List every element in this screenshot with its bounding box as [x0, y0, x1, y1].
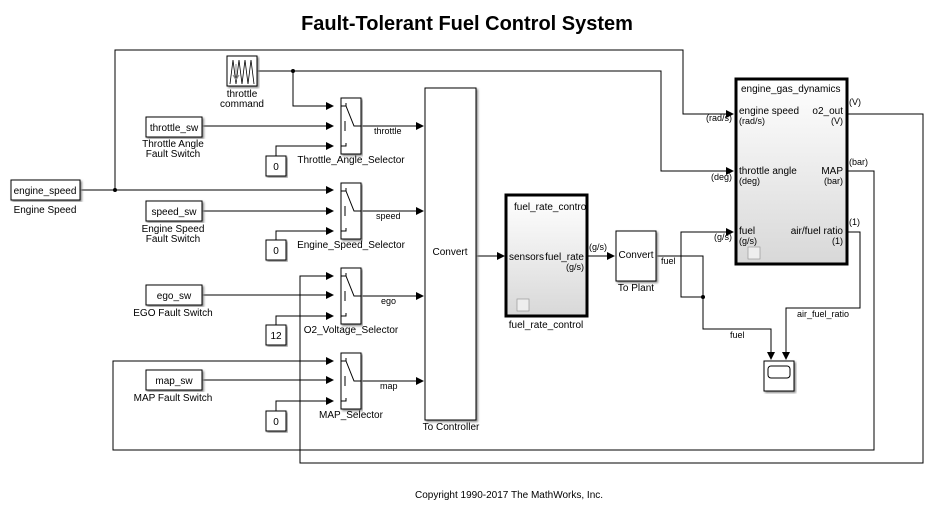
selector-label-speed: Engine_Speed_Selector	[297, 240, 406, 251]
signal-label-fuel: fuel	[661, 256, 676, 266]
constant-block-1[interactable]	[265, 155, 287, 177]
selector-label-o2: O2_Voltage_Selector	[304, 325, 399, 336]
map-sw-label: MAP Fault Switch	[134, 393, 213, 404]
egd-in-throttle-angle: throttle angle	[739, 166, 797, 177]
selector-switch-block[interactable]	[340, 352, 362, 410]
speed-sw-text: speed_sw	[151, 207, 197, 218]
egd-in-engine-speed: engine speed	[739, 106, 799, 117]
signal-label-speed: speed	[376, 211, 401, 221]
selector-switch-block[interactable]	[340, 182, 362, 240]
signal-label-air-fuel-ratio: air_fuel_ratio	[797, 309, 849, 319]
egd-in-engine-speed-unit: (rad/s)	[739, 116, 765, 126]
constant-value-2: 0	[273, 246, 279, 257]
selector-switch-block[interactable]	[340, 97, 362, 155]
subsystem-link-icon	[747, 246, 761, 260]
throttle-sw-text: throttle_sw	[150, 123, 199, 134]
constant-value-1: 0	[273, 162, 279, 173]
fuel-rate-control-port-out: fuel_rate	[545, 252, 584, 263]
scope-screen-icon	[767, 365, 791, 379]
constant-block-3[interactable]	[265, 324, 287, 346]
engine-gas-dynamics-subsystem[interactable]	[734, 77, 849, 266]
signal-wires	[80, 49, 924, 464]
egd-out-afr-unit: (1)	[832, 236, 843, 246]
egd-in-fuel-unit: (g/s)	[739, 236, 757, 246]
throttle-sw-label-2: Fault Switch	[146, 149, 200, 160]
throttle-command-label-2: command	[220, 99, 264, 110]
egd-out-o2-unit: (V)	[831, 116, 843, 126]
to-controller-block[interactable]	[424, 87, 477, 421]
selector-switch-block[interactable]	[340, 267, 362, 325]
fuel-rate-control-subsystem[interactable]	[504, 193, 589, 318]
to-plant-label: To Plant	[618, 283, 654, 294]
signal-label-throttle: throttle	[374, 126, 402, 136]
engine-speed-label: Engine Speed	[14, 205, 77, 216]
switch-icon	[341, 188, 361, 232]
throttle-sw-label: Throttle Angle	[142, 139, 204, 150]
unit-label-v: (V)	[849, 97, 861, 107]
unit-label-one: (1)	[849, 217, 860, 227]
switch-icon	[341, 273, 361, 317]
constant-value-3: 12	[270, 331, 282, 342]
egd-out-afr: air/fuel ratio	[791, 226, 844, 237]
ego-sw-text: ego_sw	[157, 291, 192, 302]
constant-value-4: 0	[273, 417, 279, 428]
speed-sw-label: Engine Speed	[142, 224, 205, 235]
egd-out-map-unit: (bar)	[824, 176, 843, 186]
constant-block-2[interactable]	[265, 239, 287, 261]
engine-speed-block[interactable]	[10, 179, 81, 201]
signal-label-ego: ego	[381, 296, 396, 306]
switch-icon	[341, 358, 361, 402]
speed-sw-label-2: Fault Switch	[146, 234, 200, 245]
unit-label-gs: (g/s)	[589, 242, 607, 252]
copyright-text: Copyright 1990-2017 The MathWorks, Inc.	[415, 490, 603, 501]
unit-label-gs2: (g/s)	[714, 232, 732, 242]
ego-sw-label: EGO Fault Switch	[133, 308, 212, 319]
to-controller-label: To Controller	[423, 422, 480, 433]
engine-speed-text: engine_speed	[14, 186, 77, 197]
signal-label-fuel-scope: fuel	[730, 330, 745, 340]
to-controller-text: Convert	[432, 247, 467, 258]
switch-icon	[341, 103, 361, 147]
egd-header: engine_gas_dynamics	[741, 84, 841, 95]
selector-label-throttle: Throttle_Angle_Selector	[297, 155, 405, 166]
constant-block-4[interactable]	[265, 410, 287, 432]
egd-in-fuel: fuel	[739, 226, 755, 237]
subsystem-link-icon	[516, 298, 530, 312]
fuel-rate-control-port-in: sensors	[509, 252, 544, 263]
speed-sw-block[interactable]	[145, 200, 203, 222]
selector-label-map: MAP_Selector	[319, 410, 384, 421]
scope-block[interactable]	[763, 360, 795, 392]
ego-sw-block[interactable]	[145, 284, 203, 306]
egd-in-throttle-angle-unit: (deg)	[739, 176, 760, 186]
to-plant-block[interactable]	[615, 230, 657, 282]
throttle-command-label: throttle	[227, 89, 258, 100]
map-sw-text: map_sw	[155, 376, 193, 387]
signal-builder-icon	[229, 59, 255, 85]
fuel-rate-control-header: fuel_rate_control	[514, 202, 589, 213]
diagram-title: Fault-Tolerant Fuel Control System	[301, 13, 633, 35]
fuel-rate-control-port-unit: (g/s)	[566, 262, 584, 272]
signal-label-map: map	[380, 381, 398, 391]
throttle-sw-block[interactable]	[145, 116, 203, 138]
unit-label-rad: (rad/s)	[706, 113, 732, 123]
unit-label-deg: (deg)	[711, 172, 732, 182]
fuel-rate-control-label: fuel_rate_control	[509, 320, 584, 331]
egd-out-map: MAP	[821, 166, 843, 177]
egd-out-o2: o2_out	[812, 106, 843, 117]
to-plant-text: Convert	[618, 250, 653, 261]
unit-label-bar: (bar)	[849, 157, 868, 167]
throttle-command-block[interactable]	[226, 55, 258, 87]
map-sw-block[interactable]	[145, 369, 203, 391]
